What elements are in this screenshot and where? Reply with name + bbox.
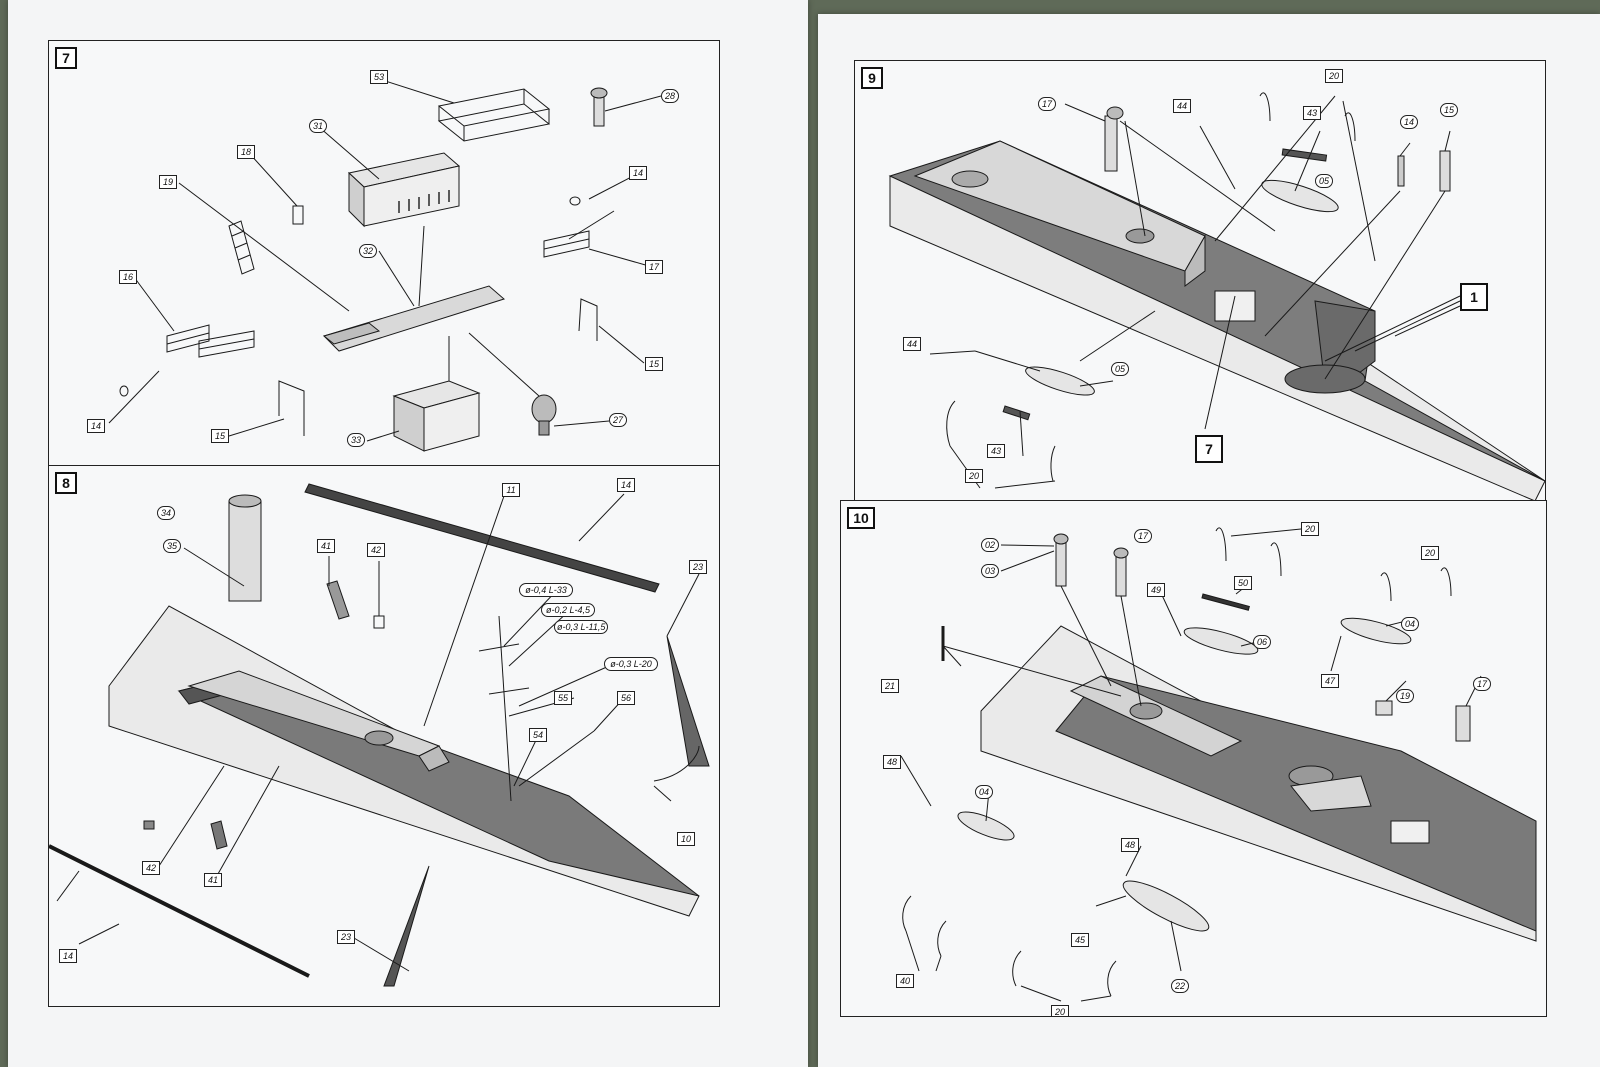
callout-23b: 23 — [337, 930, 355, 944]
callout-44b: 44 — [903, 337, 921, 351]
instruction-sheet-left: 7 — [8, 0, 808, 1067]
callout-17b: 17 — [1473, 677, 1491, 691]
callout-20: 20 — [1325, 69, 1343, 83]
callout-17: 17 — [645, 260, 663, 274]
step-10-drawing — [900, 527, 1537, 1002]
callout-55: 55 — [554, 691, 572, 705]
callout-20: 20 — [1301, 522, 1319, 536]
callout-20b: 20 — [1421, 546, 1439, 560]
callout-02: 02 — [981, 538, 999, 552]
callout-wire-4-5: ø-0,2 L-4,5 — [541, 603, 595, 617]
callout-11b: 11 — [48, 899, 49, 913]
step-number: 9 — [861, 67, 883, 89]
callout-wire-11-5: ø-0,3 L-11,5 — [554, 620, 609, 634]
callout-41: 41 — [317, 539, 335, 553]
assembly-step-8: 8 — [48, 465, 720, 1007]
callout-32: 32 — [359, 244, 377, 258]
callout-27: 27 — [609, 413, 627, 427]
ref-step-7: 7 — [1195, 435, 1223, 463]
instruction-sheet-right: 9 — [818, 14, 1600, 1067]
ref-step-1: 1 — [1460, 283, 1488, 311]
callout-44: 44 — [1173, 99, 1191, 113]
step-8-drawing — [49, 483, 710, 987]
callout-33: 33 — [347, 433, 365, 447]
callout-17: 17 — [1134, 529, 1152, 543]
callout-14: 14 — [617, 478, 635, 492]
callout-49: 49 — [1147, 583, 1165, 597]
callout-wire-20: ø-0,3 L-20 — [604, 657, 658, 671]
callout-28: 28 — [661, 89, 679, 103]
callout-20c: 20 — [1051, 1005, 1069, 1016]
callout-50: 50 — [1234, 576, 1252, 590]
callout-21: 21 — [881, 679, 899, 693]
callout-14b: 14 — [59, 949, 77, 963]
callout-48: 48 — [883, 755, 901, 769]
callout-05b: 05 — [1111, 362, 1129, 376]
callout-wire-33: ø-0,4 L-33 — [519, 583, 573, 597]
callout-22: 22 — [1171, 979, 1189, 993]
callout-47: 47 — [1321, 674, 1339, 688]
callout-05: 05 — [1315, 174, 1333, 188]
callout-31: 31 — [309, 119, 327, 133]
callout-43: 43 — [1303, 106, 1321, 120]
callout-14b: 14 — [87, 419, 105, 433]
callout-14: 14 — [629, 166, 647, 180]
callout-23: 23 — [689, 560, 707, 574]
callout-15b: 15 — [211, 429, 229, 443]
callout-34: 34 — [157, 506, 175, 520]
callout-04b: 04 — [975, 785, 993, 799]
callout-03: 03 — [981, 564, 999, 578]
step-number: 8 — [55, 472, 77, 494]
callout-48b: 48 — [1121, 838, 1139, 852]
assembly-step-10: 10 — [840, 500, 1547, 1017]
callout-40: 40 — [896, 974, 914, 988]
callout-17: 17 — [1038, 97, 1056, 111]
step-number: 7 — [55, 47, 77, 69]
assembly-step-9: 9 — [854, 60, 1546, 512]
assembly-step-7: 7 — [48, 40, 720, 467]
callout-04: 04 — [1401, 617, 1419, 631]
callout-20b: 20 — [965, 469, 983, 483]
callout-53: 53 — [370, 70, 388, 84]
callout-16: 16 — [119, 270, 137, 284]
callout-43b: 43 — [987, 444, 1005, 458]
callout-06: 06 — [1253, 635, 1271, 649]
step-number: 10 — [847, 507, 875, 529]
callout-35: 35 — [163, 539, 181, 553]
callout-45: 45 — [1071, 933, 1089, 947]
callout-15: 15 — [645, 357, 663, 371]
callout-42: 42 — [367, 543, 385, 557]
callout-54: 54 — [529, 728, 547, 742]
callout-10: 10 — [677, 832, 695, 846]
callout-56: 56 — [617, 691, 635, 705]
callout-41b: 41 — [204, 873, 222, 887]
step-7-drawing — [108, 78, 662, 452]
callout-15: 15 — [1440, 103, 1458, 117]
callout-42b: 42 — [142, 861, 160, 875]
step-9-drawing — [888, 92, 1545, 502]
callout-18: 18 — [237, 145, 255, 159]
callout-14: 14 — [1400, 115, 1418, 129]
callout-11: 11 — [502, 483, 520, 497]
callout-19: 19 — [159, 175, 177, 189]
callout-19: 19 — [1396, 689, 1414, 703]
